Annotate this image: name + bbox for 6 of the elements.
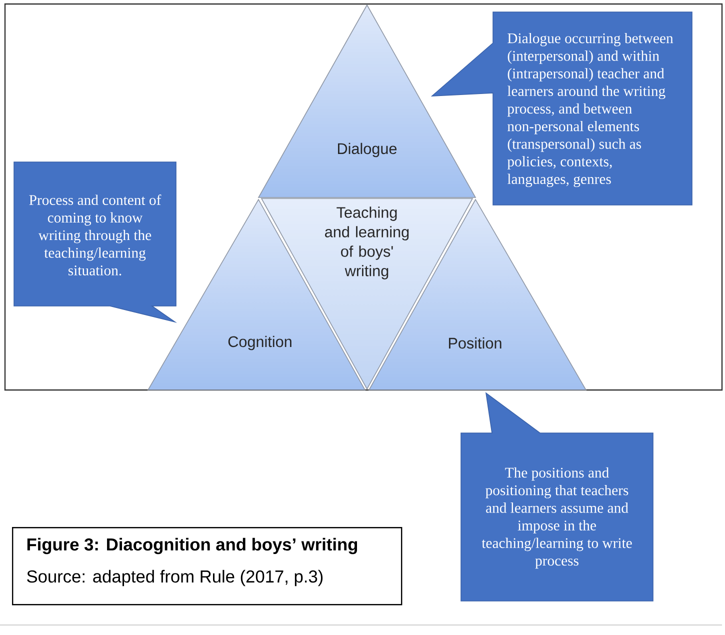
caption-box	[12, 527, 402, 606]
callout-box: The positions and positioning that teachers and learners assume and impose in the teaching/learning to write process	[460, 392, 654, 602]
callout-box: Dialogue occurring between (interpersonal) and within (intrapersonal) teacher and learners around the writing process, and between non-personal elements (transpersonal) such as policies, contexts, languages, genres	[430, 12, 692, 206]
source-note: Source: adapted from Rule (2017, p.3)	[27, 570, 323, 586]
callout-box: Process and content of coming to know writing through the teaching/learning situation.	[14, 162, 177, 323]
caption-heading: Figure 3: Diacognition and boys’ writing	[27, 538, 358, 554]
